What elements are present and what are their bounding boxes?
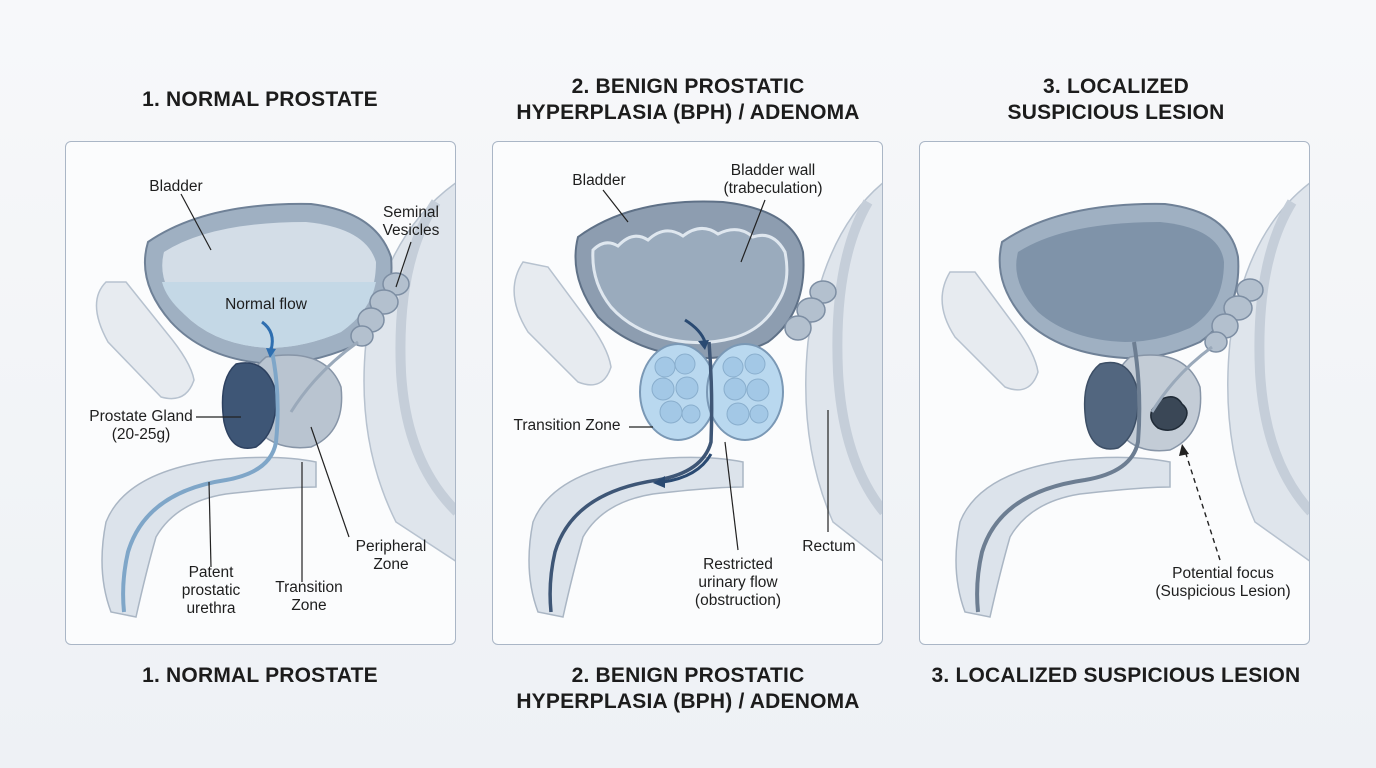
- normal-anatomy-illustration: [95, 182, 455, 618]
- bladder-lumen: [1016, 222, 1224, 342]
- label-prostate-gland: Prostate Gland(20-25g): [89, 408, 193, 443]
- lesion-anatomy-illustration: [941, 182, 1309, 618]
- restricted-flow-arrow-top: [684, 318, 707, 343]
- label-transition-zone: Transition Zone: [513, 417, 621, 434]
- urethra: [121, 346, 280, 613]
- title-lesion-bottom: 3. LOCALIZED SUSPICIOUS LESION: [931, 664, 1301, 687]
- adenoma-lobes: [639, 343, 784, 441]
- urine: [162, 282, 376, 348]
- rectum-tissue: [805, 182, 882, 562]
- title-lesion-top: 3. LOCALIZED SUSPICIOUS LESION: [1007, 75, 1225, 124]
- bladder-lumen: [591, 227, 789, 345]
- label-rectum: Rectum: [802, 538, 856, 555]
- title-bph-top: 2. BENIGN PROSTATIC HYPERPLASIA (BPH) / …: [516, 75, 860, 124]
- prostate-dark-lobe: [1083, 361, 1139, 450]
- panel-bph: Bladder Bladder wall(trabeculation) Tran…: [492, 141, 883, 645]
- label-normal-flow: Normal flow: [225, 296, 307, 313]
- label-potential-focus: Potential focus(Suspicious Lesion): [1155, 565, 1291, 600]
- restricted-flow-arrow-bottom: [662, 453, 713, 484]
- urethra: [975, 341, 1142, 613]
- title-normal-bottom: 1. NORMAL PROSTATE: [142, 664, 378, 687]
- bph-anatomy-illustration: [513, 182, 882, 618]
- title-normal-top: 1. NORMAL PROSTATE: [142, 88, 378, 111]
- seminal-vesicles: [350, 272, 410, 347]
- seminal-vesicles: [784, 280, 837, 341]
- penile-shaft: [101, 456, 317, 618]
- rectum-tissue: [1227, 182, 1309, 562]
- penile-shaft: [528, 456, 744, 618]
- penile-shaft: [955, 456, 1171, 618]
- label-bladder: Bladder: [149, 178, 203, 195]
- label-bladder-wall: Bladder wall(trabeculation): [723, 162, 823, 197]
- pubic-bone: [941, 271, 1039, 391]
- lesion-pointer: [1185, 453, 1221, 561]
- normal-flow-arrow: [261, 320, 274, 351]
- pubic-bone: [95, 281, 195, 400]
- title-bph-bottom: 2. BENIGN PROSTATIC HYPERPLASIA (BPH) / …: [516, 664, 860, 713]
- pubic-bone: [513, 261, 612, 386]
- compressed-urethra: [548, 341, 714, 613]
- label-bladder: Bladder: [572, 172, 626, 189]
- panel-suspicious-lesion: Potential focus(Suspicious Lesion): [919, 141, 1310, 645]
- prostate-dark-lobe: [221, 362, 277, 449]
- suspicious-lesion: [1150, 396, 1188, 431]
